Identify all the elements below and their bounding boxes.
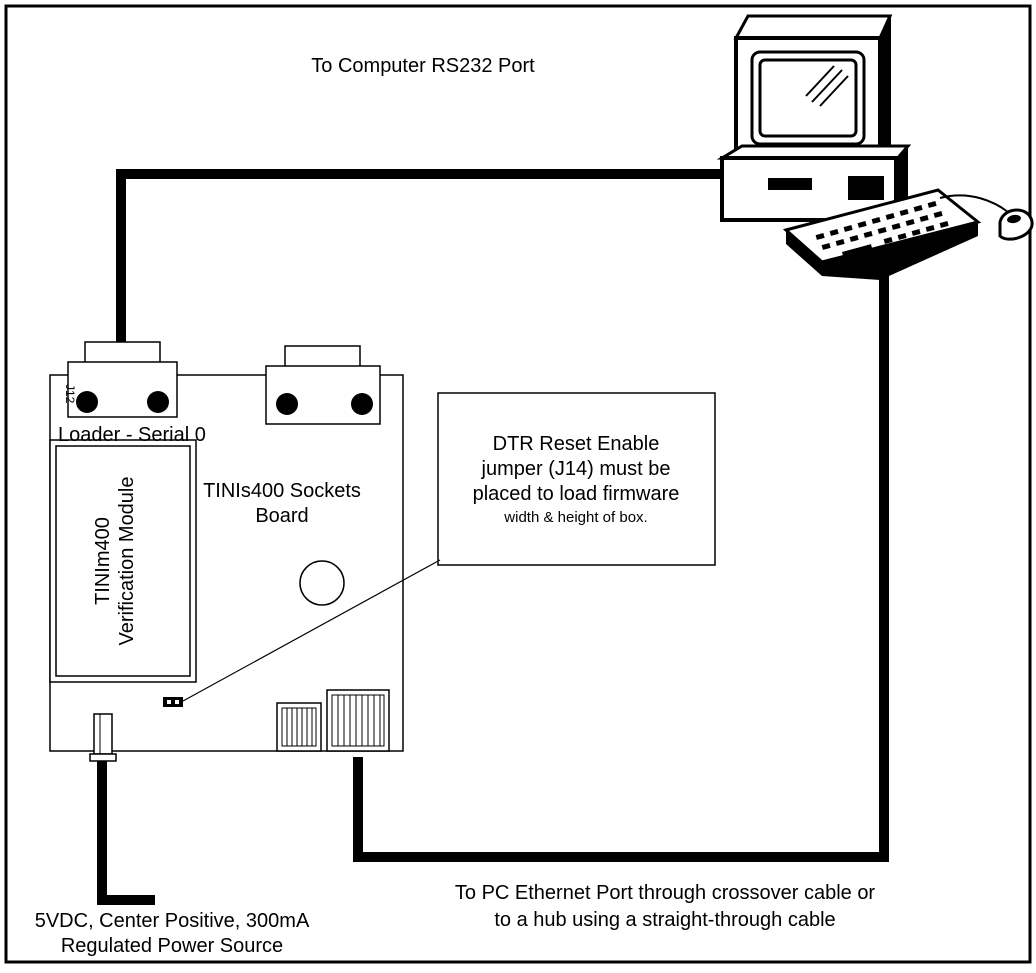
verification-module-outline (49, 439, 197, 683)
ethernet-label-line1: To PC Ethernet Port through crossover ca… (455, 882, 876, 904)
ethernet-jack-icon (326, 689, 390, 752)
sockets-board (49, 341, 404, 762)
verification-module-inner (55, 445, 191, 677)
module-label-line2: Verification Module (116, 477, 138, 646)
note-line2: jumper (J14) must be (481, 458, 671, 480)
ethernet-label-line2: to a hub using a straight-through cable (494, 909, 835, 931)
note-line1: DTR Reset Enable (493, 433, 660, 455)
computer-icon (716, 14, 1034, 280)
mouse-icon (939, 194, 1034, 241)
computer-monitor-icon (733, 14, 893, 174)
note-line3: placed to load firmware (473, 483, 680, 505)
loader-label: Loader - Serial 0 (58, 424, 206, 446)
board-label-line2: Board (255, 505, 308, 527)
board-label-line1: TINIs400 Sockets (203, 480, 361, 502)
serial-connector-icon (265, 345, 381, 425)
note-leader-line (182, 559, 441, 702)
power-label-line2: Regulated Power Source (61, 935, 283, 957)
power-label-line1: 5VDC, Center Positive, 300mA (35, 910, 310, 932)
note-box (437, 392, 716, 566)
serial-cable (116, 169, 735, 350)
note-line4: width & height of box. (503, 509, 647, 526)
battery-icon (299, 560, 345, 606)
rs232-label: To Computer RS232 Port (311, 55, 535, 77)
jumper-icon (163, 697, 183, 707)
j12-label: J12 (63, 384, 77, 404)
serial-connector-icon (67, 341, 178, 418)
ethernet-jack-icon (276, 702, 322, 752)
module-label-line1: TINIm400 (92, 517, 114, 605)
keyboard-icon (782, 188, 982, 280)
ethernet-cable (353, 276, 889, 862)
power-jack-icon (89, 713, 117, 762)
power-cable (97, 760, 155, 905)
